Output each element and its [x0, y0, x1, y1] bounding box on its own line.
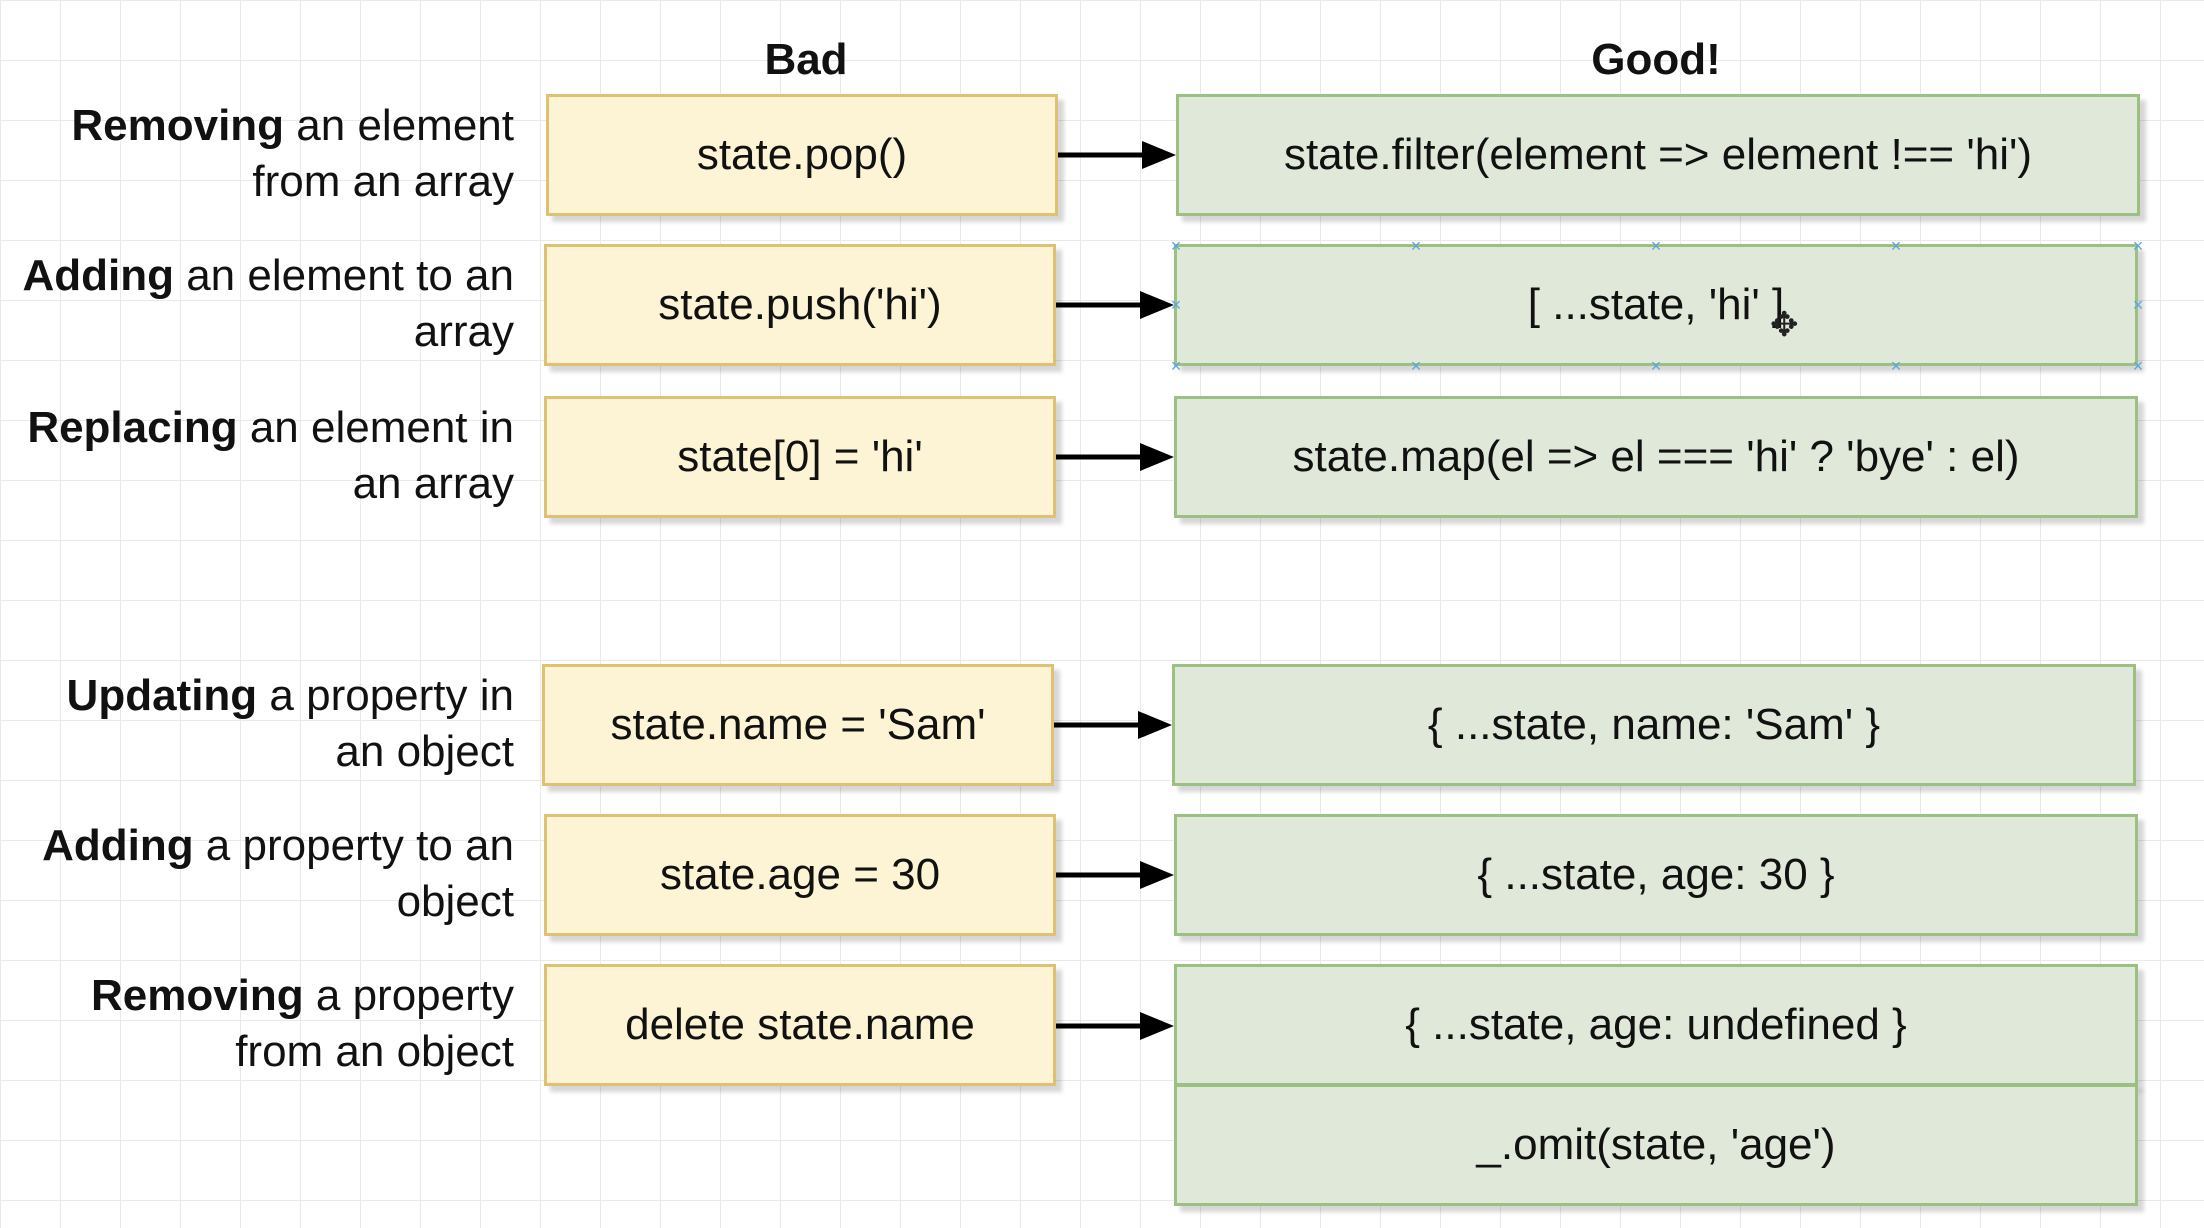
row-label-removing-object-property: Removing a property from an object — [20, 968, 514, 1080]
row-label-rest: a property from an object — [235, 971, 514, 1076]
bad-box-age-assign[interactable]: state.age = 30 — [544, 814, 1056, 936]
row-label-adding-object-property: Adding a property to an object — [20, 818, 514, 930]
row-label-removing-array-element: Removing an element from an array — [20, 98, 514, 210]
selection-handle-icon[interactable]: × — [1890, 356, 1902, 376]
selection-handle-icon[interactable]: × — [1650, 356, 1662, 376]
good-box-filter[interactable]: state.filter(element => element !== 'hi'… — [1176, 94, 2140, 216]
selection-handle-icon[interactable]: × — [1410, 356, 1422, 376]
row-label-rest: a property in an object — [257, 671, 514, 776]
selection-handle-icon[interactable]: × — [2132, 236, 2144, 256]
row-label-rest: a property to an object — [193, 821, 514, 926]
row-label-rest: an element from an array — [252, 101, 514, 206]
bad-box-push[interactable]: state.push('hi') — [544, 244, 1056, 366]
arrow-row-5 — [1056, 1006, 1176, 1046]
row-label-updating-object-property: Updating a property in an object — [20, 668, 514, 780]
arrow-row-2 — [1056, 437, 1176, 477]
bad-box-delete[interactable]: delete state.name — [544, 964, 1056, 1086]
row-label-bold: Removing — [90, 971, 304, 1020]
good-box-map[interactable]: state.map(el => el === 'hi' ? 'bye' : el… — [1174, 396, 2138, 518]
selection-handle-icon[interactable]: × — [1650, 236, 1662, 256]
column-header-good: Good! — [1591, 35, 1721, 84]
column-header-bad: Bad — [764, 35, 848, 84]
good-box-spread-name[interactable]: { ...state, name: 'Sam' } — [1172, 664, 2136, 786]
row-label-bold: Updating — [66, 671, 258, 720]
arrow-row-4 — [1056, 855, 1176, 895]
arrow-row-1 — [1056, 285, 1176, 325]
bad-box-name-assign[interactable]: state.name = 'Sam' — [542, 664, 1054, 786]
selection-handle-icon[interactable]: × — [1410, 236, 1422, 256]
selection-handle-icon[interactable]: × — [2132, 356, 2144, 376]
good-box-age-undefined[interactable]: { ...state, age: undefined } — [1174, 964, 2138, 1086]
good-box-spread-age[interactable]: { ...state, age: 30 } — [1174, 814, 2138, 936]
selection-handle-icon[interactable]: × — [1890, 236, 1902, 256]
row-label-bold: Replacing — [27, 403, 238, 452]
arrow-row-3 — [1054, 705, 1174, 745]
good-box-spread-array[interactable]: [ ...state, 'hi' ] — [1174, 244, 2138, 366]
good-box-omit[interactable]: _.omit(state, 'age') — [1174, 1084, 2138, 1206]
row-label-bold: Adding — [42, 821, 194, 870]
selection-handle-icon[interactable]: × — [2132, 295, 2144, 315]
bad-box-pop[interactable]: state.pop() — [546, 94, 1058, 216]
row-label-rest: an element to an array — [173, 251, 514, 356]
row-label-bold: Removing — [71, 101, 285, 150]
row-label-rest: an element in an array — [237, 403, 514, 508]
selection-handle-icon[interactable]: × — [1170, 236, 1182, 256]
row-label-replacing-array-element: Replacing an element in an array — [20, 400, 514, 512]
move-cursor-icon: ✥ — [1770, 306, 1799, 344]
row-label-bold: Adding — [22, 251, 174, 300]
bad-box-index-assign[interactable]: state[0] = 'hi' — [544, 396, 1056, 518]
row-label-adding-array-element: Adding an element to an array — [20, 248, 514, 360]
arrow-row-0 — [1058, 135, 1178, 175]
selection-handle-icon[interactable]: × — [1170, 295, 1182, 315]
selection-handle-icon[interactable]: × — [1170, 356, 1182, 376]
